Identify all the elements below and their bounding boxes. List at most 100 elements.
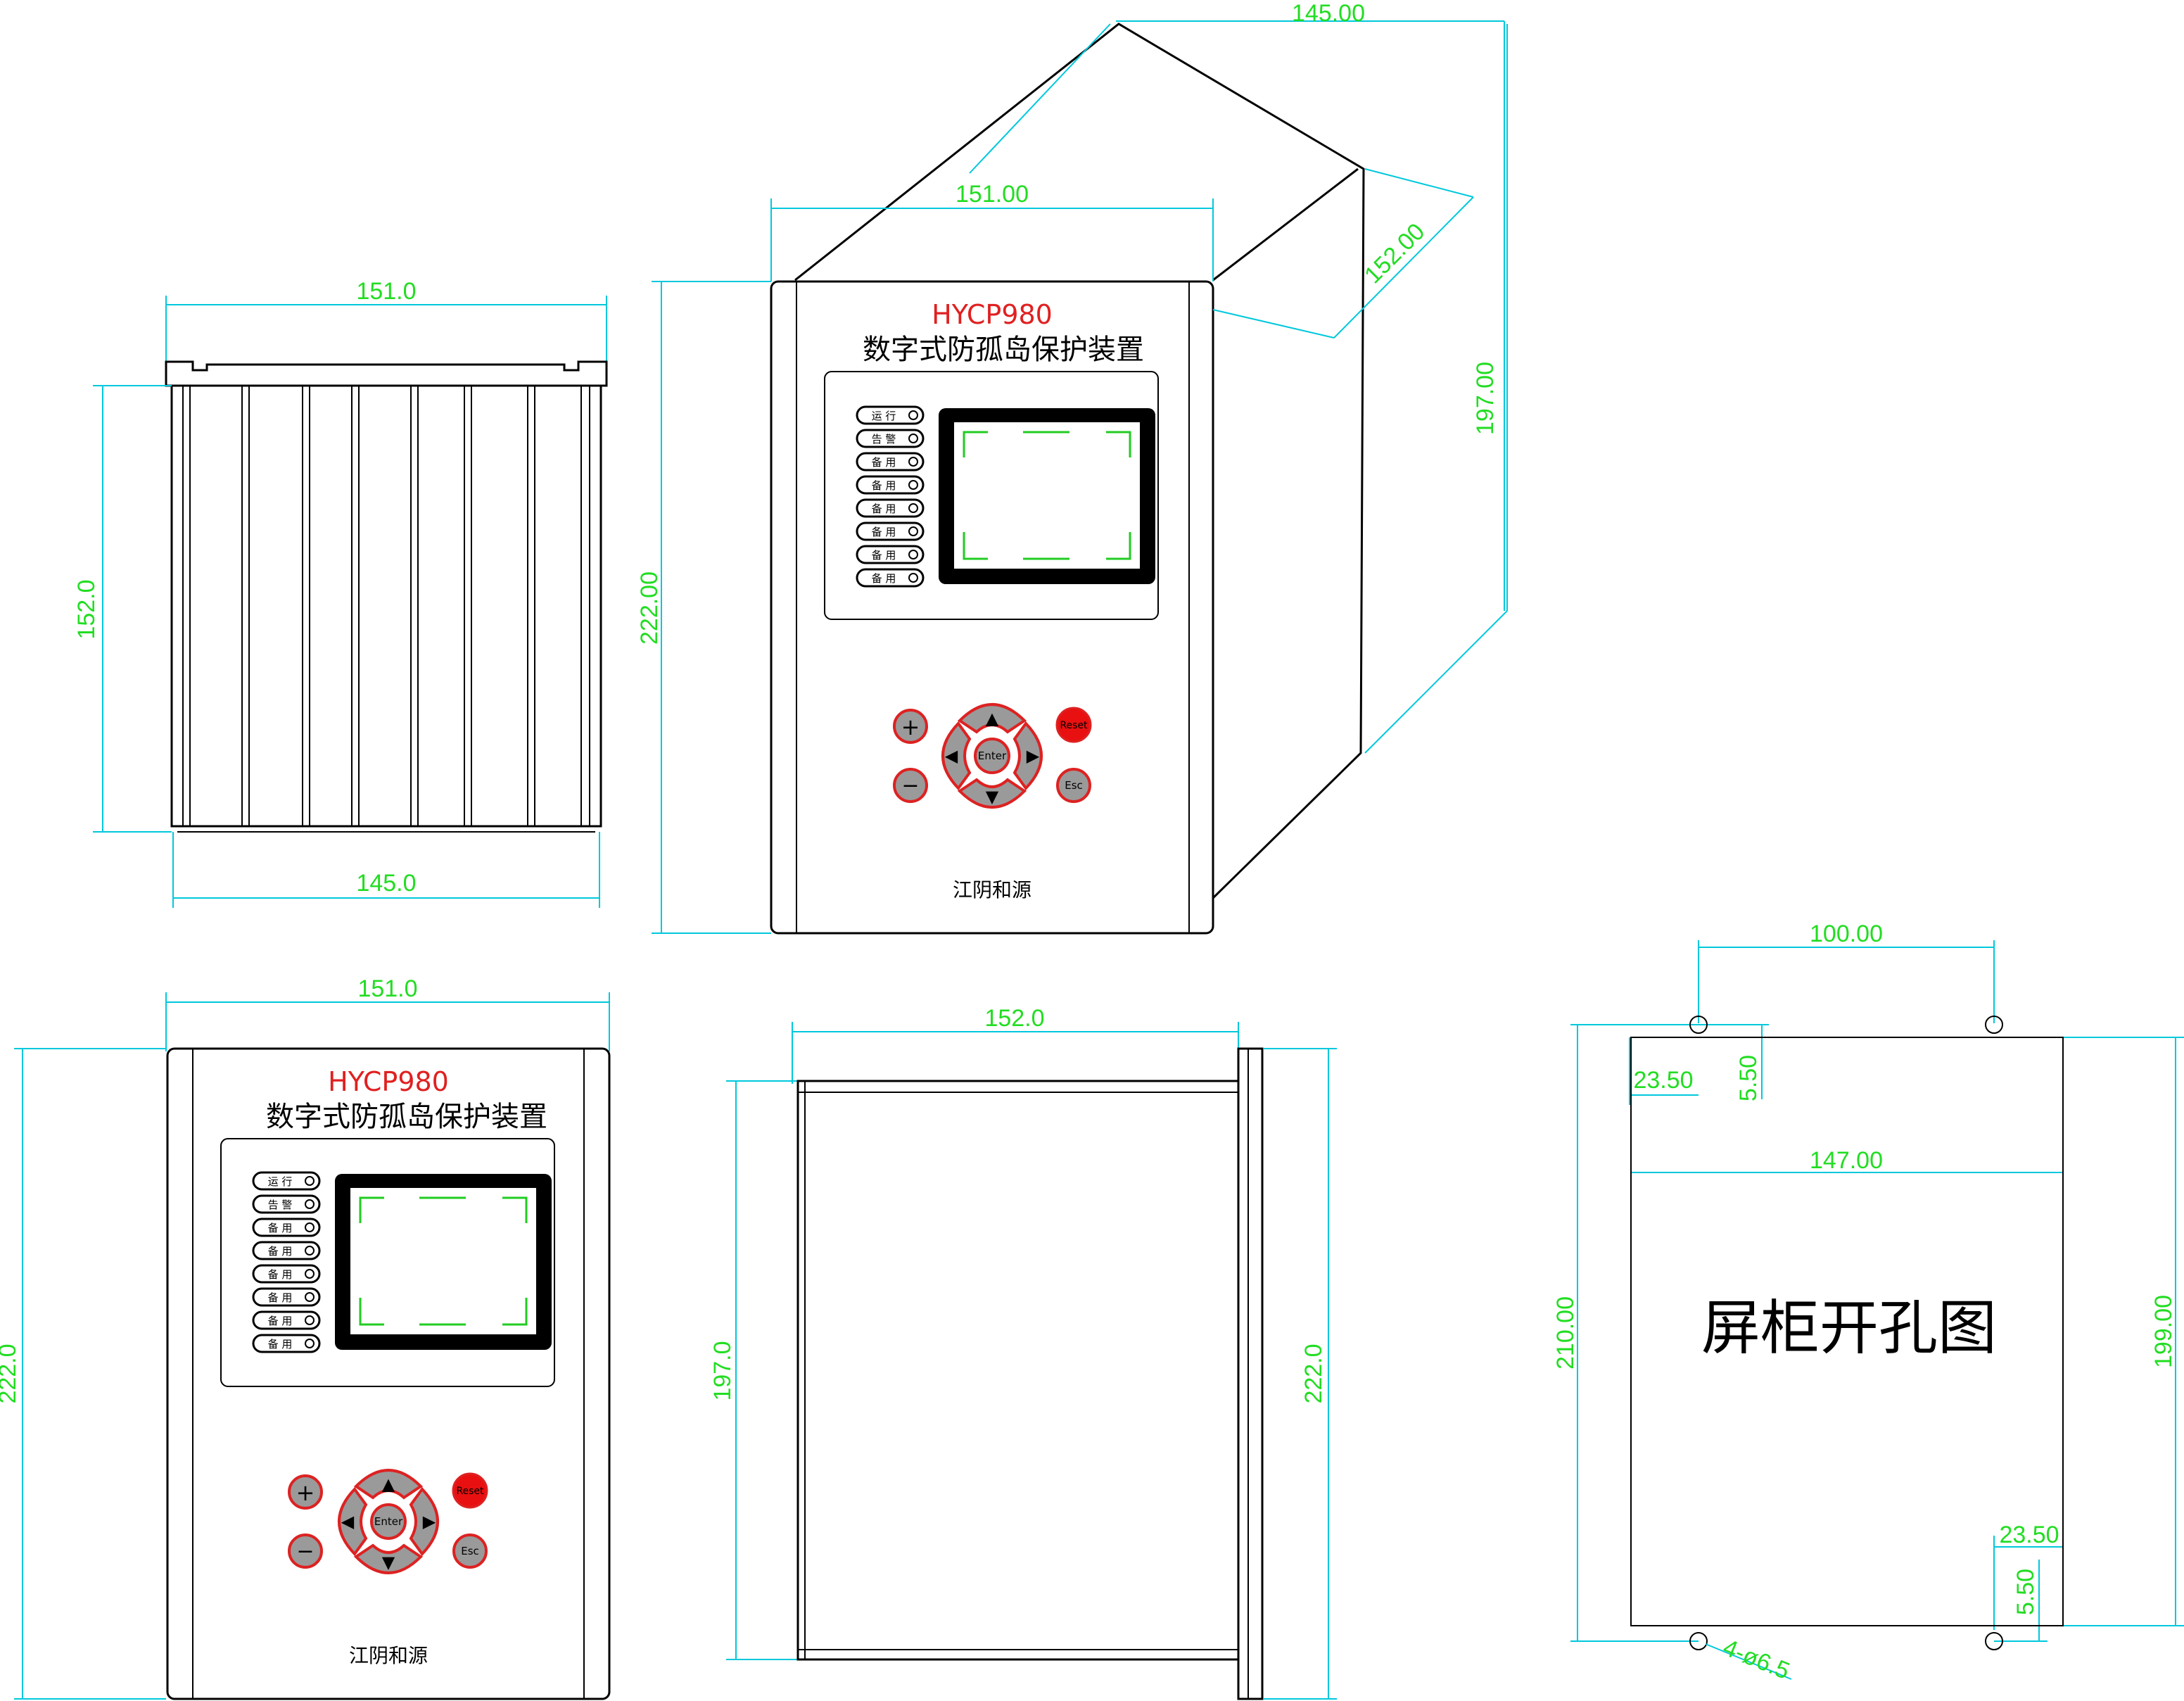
svg-text:备 用: 备 用 xyxy=(872,572,896,585)
svg-text:运 行: 运 行 xyxy=(268,1175,293,1188)
svg-text:▶: ▶ xyxy=(1027,746,1040,766)
top-view-cap xyxy=(165,360,608,387)
front-width-dim: 151.0 xyxy=(357,975,417,1002)
svg-text:备 用: 备 用 xyxy=(268,1291,293,1304)
svg-text:+: + xyxy=(901,714,920,740)
mounting-hole xyxy=(1689,1016,1708,1034)
led-indicator: 运 行 xyxy=(856,405,925,425)
top-view-depth-dim: 152.0 xyxy=(73,579,100,639)
svg-text:备 用: 备 用 xyxy=(268,1222,293,1234)
cutout-offset-x-top-dim: 23.50 xyxy=(1633,1067,1693,1094)
svg-text:▼: ▼ xyxy=(986,787,999,807)
svg-text:备 用: 备 用 xyxy=(268,1338,293,1351)
isometric-view: 145.00 151.00 152.00 197.00 222.00 HYCP9… xyxy=(636,0,1508,935)
led-indicator: 备 用 xyxy=(856,498,925,518)
esc-button[interactable]: Esc xyxy=(452,1534,488,1569)
left-button[interactable]: ◀ xyxy=(941,721,972,791)
led-indicator: 备 用 xyxy=(856,568,925,588)
svg-text:▲: ▲ xyxy=(986,709,999,728)
svg-text:Reset: Reset xyxy=(1060,720,1088,731)
front-manufacturer: 江阴和源 xyxy=(349,1644,428,1667)
svg-text:备 用: 备 用 xyxy=(872,456,896,469)
front-display-panel xyxy=(220,1138,555,1387)
svg-text:运 行: 运 行 xyxy=(872,410,896,422)
iso-manufacturer: 江阴和源 xyxy=(953,878,1031,902)
led-indicator: 备 用 xyxy=(252,1287,321,1307)
front-height-dim: 222.0 xyxy=(0,1343,21,1403)
led-indicator: 备 用 xyxy=(252,1264,321,1284)
side-view: 152.0 197.0 222.0 xyxy=(709,1005,1337,1700)
front-led-column: 运 行 告 警 备 用 备 用 备 用 备 用 xyxy=(252,1171,321,1353)
svg-text:Esc: Esc xyxy=(461,1545,479,1557)
top-view-width-dim: 151.0 xyxy=(356,278,416,305)
led-indicator: 备 用 xyxy=(252,1218,321,1237)
led-indicator: 备 用 xyxy=(252,1334,321,1353)
svg-text:Enter: Enter xyxy=(978,750,1007,762)
iso-height-front-dim: 222.00 xyxy=(636,571,663,645)
svg-text:备 用: 备 用 xyxy=(268,1268,293,1281)
side-depth-dim: 152.0 xyxy=(984,1005,1044,1032)
reset-button[interactable]: Reset xyxy=(452,1472,488,1509)
iso-device-name: 数字式防孤岛保护装置 xyxy=(863,334,1144,366)
top-view: 151.0 152.0 xyxy=(73,278,608,908)
front-plate xyxy=(166,1047,611,1700)
front-model-label: HYCP980 xyxy=(328,1066,449,1097)
mounting-hole xyxy=(1985,1632,2003,1650)
svg-text:▶: ▶ xyxy=(423,1512,436,1531)
svg-text:▼: ▼ xyxy=(382,1553,395,1572)
led-indicator: 备 用 xyxy=(856,545,925,564)
led-indicator: 运 行 xyxy=(252,1171,321,1191)
led-indicator: 备 用 xyxy=(252,1241,321,1260)
enter-button[interactable]: Enter xyxy=(974,738,1010,774)
front-keypad: + − ▲ ▼ ◀ ▶ Enter Reset Esc xyxy=(288,1469,488,1574)
minus-button[interactable]: − xyxy=(288,1534,323,1569)
top-view-bottom-width-dim: 145.0 xyxy=(356,870,416,897)
down-button[interactable]: ▼ xyxy=(957,778,1027,809)
iso-lcd-screen xyxy=(939,408,1155,584)
esc-button[interactable]: Esc xyxy=(1056,768,1091,803)
svg-text:备 用: 备 用 xyxy=(872,526,896,538)
top-view-fins xyxy=(182,386,590,826)
side-front-plate xyxy=(1237,1047,1264,1700)
cutout-rectangle xyxy=(1630,1037,2064,1626)
front-lcd-screen xyxy=(335,1174,552,1350)
left-button[interactable]: ◀ xyxy=(338,1486,368,1557)
down-button[interactable]: ▼ xyxy=(353,1543,424,1574)
led-indicator: 告 警 xyxy=(252,1194,321,1214)
iso-depth-side-dim: 152.00 xyxy=(1359,218,1430,289)
iso-model-label: HYCP980 xyxy=(932,299,1053,330)
svg-text:备 用: 备 用 xyxy=(872,479,896,492)
led-indicator: 备 用 xyxy=(856,521,925,541)
cutout-offset-y-bottom-dim: 5.50 xyxy=(2012,1569,2039,1615)
up-button[interactable]: ▲ xyxy=(957,703,1027,734)
iso-width-dim: 151.00 xyxy=(956,181,1029,208)
svg-text:▲: ▲ xyxy=(382,1474,395,1494)
reset-button[interactable]: Reset xyxy=(1055,707,1092,743)
svg-text:+: + xyxy=(296,1479,315,1506)
right-button[interactable]: ▶ xyxy=(409,1486,439,1557)
mounting-hole xyxy=(1689,1632,1708,1650)
cutout-offset-x-bottom-dim: 23.50 xyxy=(1999,1522,2059,1548)
right-button[interactable]: ▶ xyxy=(1012,721,1043,791)
front-device-name: 数字式防孤岛保护装置 xyxy=(266,1101,547,1133)
iso-led-column: 运 行 告 警 备 用 备 用 备 用 备 用 xyxy=(856,405,925,588)
svg-text:◀: ◀ xyxy=(341,1512,355,1531)
led-indicator: 告 警 xyxy=(856,429,925,448)
minus-button[interactable]: − xyxy=(893,768,928,803)
up-button[interactable]: ▲ xyxy=(353,1469,424,1500)
cutout-holes-dim: 4-ø6.5 xyxy=(1719,1634,1793,1685)
plus-button[interactable]: + xyxy=(288,1474,323,1510)
svg-text:备 用: 备 用 xyxy=(268,1245,293,1258)
svg-text:备 用: 备 用 xyxy=(872,549,896,562)
cutout-offset-y-top-dim: 5.50 xyxy=(1735,1055,1762,1101)
plus-button[interactable]: + xyxy=(893,709,928,744)
top-view-body xyxy=(170,384,602,828)
svg-text:◀: ◀ xyxy=(945,746,958,766)
svg-text:告 警: 告 警 xyxy=(268,1199,293,1211)
enter-button[interactable]: Enter xyxy=(370,1503,407,1540)
iso-depth-top-dim: 145.00 xyxy=(1292,0,1365,27)
cutout-height-total-dim: 210.00 xyxy=(1552,1296,1579,1370)
side-body xyxy=(796,1080,1240,1661)
side-total-height-dim: 222.0 xyxy=(1300,1343,1327,1403)
